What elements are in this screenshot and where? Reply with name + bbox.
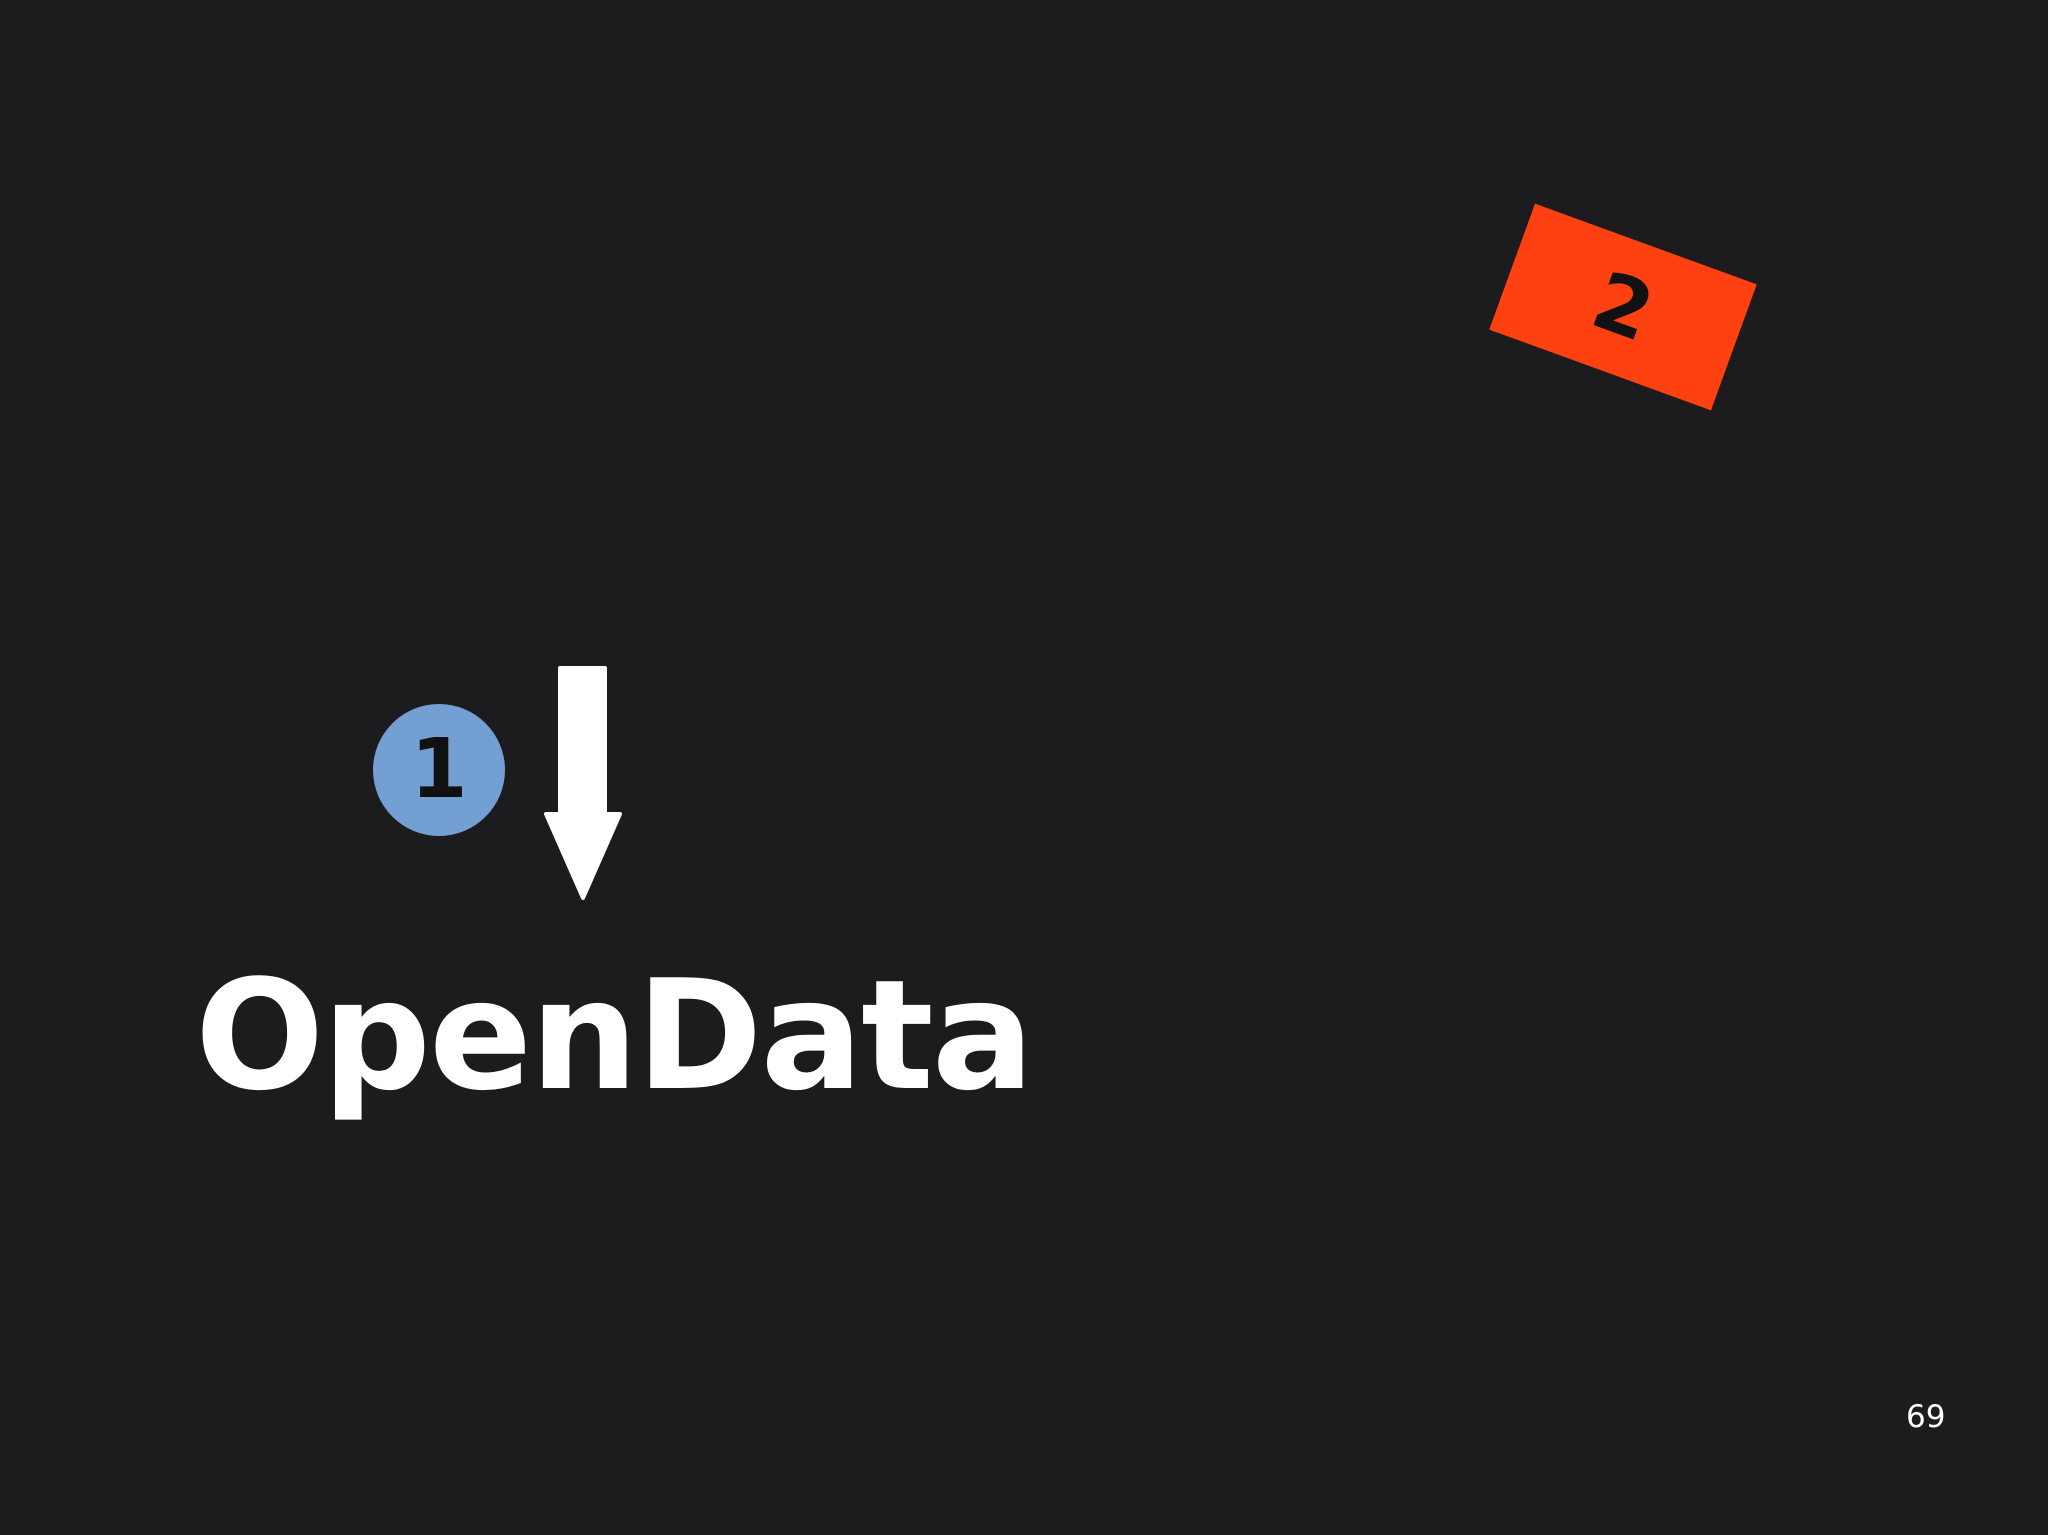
page-title: OpenData	[195, 947, 1034, 1124]
down-arrow-icon	[544, 666, 622, 900]
step-1-badge: 1	[373, 704, 505, 836]
step-1-label: 1	[410, 722, 468, 817]
page-number: 69	[1906, 1399, 1946, 1435]
step-2-label: 2	[1581, 253, 1666, 360]
step-2-badge: 2	[1489, 203, 1757, 411]
